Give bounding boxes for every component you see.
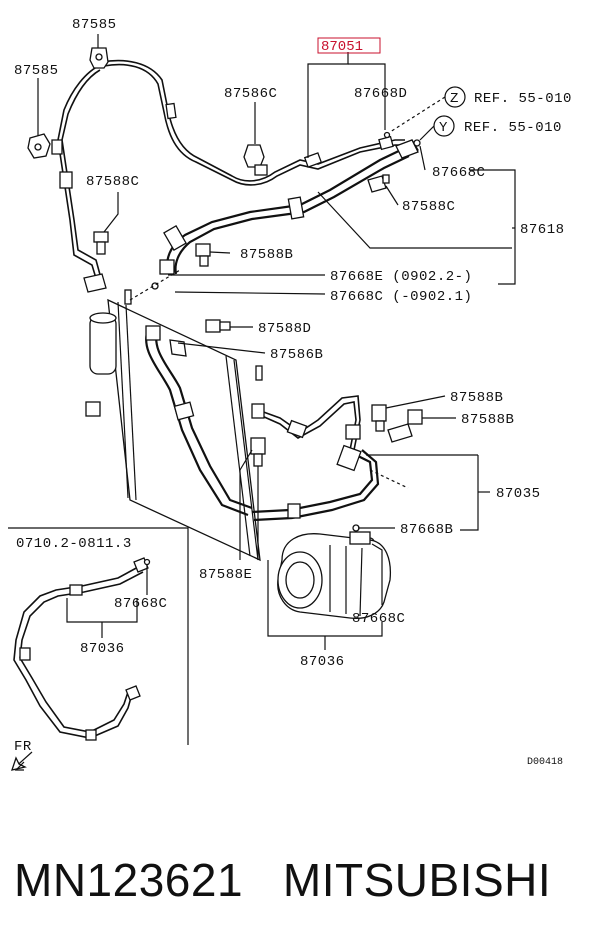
bolt-87588C-right <box>367 174 390 193</box>
hose-87618 <box>159 139 419 275</box>
label-87036: 87036 <box>300 654 345 670</box>
label-87668E: 87668E (0902.2-) <box>330 269 472 285</box>
caption-bar: MN123621 MITSUBISHI <box>0 820 600 940</box>
compressor <box>277 531 392 620</box>
label-inset-range: 0710.2-0811.3 <box>16 536 132 552</box>
label-87585-left: 87585 <box>14 63 59 79</box>
caption-part-number: MN123621 <box>14 854 244 906</box>
bolt-87588B-b <box>371 404 387 432</box>
bracket-87585-left <box>27 133 63 159</box>
label-87668D: 87668D <box>354 86 407 102</box>
marker-z-circle <box>444 86 466 108</box>
inset-box <box>8 527 189 745</box>
fr-arrow <box>11 751 33 771</box>
label-87588C-left: 87588C <box>86 174 139 190</box>
marker-y-circle <box>433 115 455 137</box>
middle-pipe <box>251 395 361 461</box>
bolt-87588E <box>250 437 266 560</box>
label-87036-inset: 87036 <box>80 641 125 657</box>
label-87668C-b: 87668C (-0902.1) <box>330 289 472 305</box>
bracket-87585-top <box>89 47 109 69</box>
bolt-87588B-c <box>387 409 423 443</box>
caption-brand: MITSUBISHI <box>282 854 552 906</box>
bolt-87588C-left <box>93 231 109 255</box>
label-87586C: 87586C <box>224 86 277 102</box>
condenser <box>107 289 263 562</box>
marker-z: Z <box>450 91 459 107</box>
left-pipe <box>57 63 107 293</box>
label-87618: 87618 <box>520 222 565 238</box>
label-87588B-c: 87588B <box>461 412 514 428</box>
label-87586B: 87586B <box>270 347 323 363</box>
label-87668C-a: 87668C <box>432 165 485 181</box>
bolt-87588B-a <box>195 243 211 267</box>
label-87668C-inset: 87668C <box>114 596 167 612</box>
label-87588B-b: 87588B <box>450 390 503 406</box>
label-87051[interactable]: 87051 <box>321 39 363 55</box>
pipe-87035 <box>251 444 380 522</box>
lower-hose-left <box>145 325 253 517</box>
label-87668C-c: 87668C <box>352 611 405 627</box>
leader-lines <box>37 34 516 650</box>
receiver-drier <box>85 312 117 417</box>
label-87588C-right: 87588C <box>402 199 455 215</box>
label-fr: FR <box>14 739 32 755</box>
ref-y: REF. 55-010 <box>464 120 562 136</box>
highlight-87051-box <box>317 37 381 54</box>
drawing-code: D00418 <box>527 757 563 768</box>
label-87588D: 87588D <box>258 321 311 337</box>
label-87588E: 87588E <box>199 567 252 583</box>
ref-z: REF. 55-010 <box>474 91 572 107</box>
caption-spacer <box>243 853 283 907</box>
marker-y: Y <box>439 120 448 136</box>
label-87588B-a: 87588B <box>240 247 293 263</box>
label-87585-top: 87585 <box>72 17 117 33</box>
clamp-87586C <box>243 144 268 176</box>
bolt-87588D <box>205 319 231 333</box>
label-87035: 87035 <box>496 486 541 502</box>
label-87668B: 87668B <box>400 522 453 538</box>
parts-diagram: 87585 87585 87051 87586C 87668D Z REF. 5… <box>8 17 572 771</box>
